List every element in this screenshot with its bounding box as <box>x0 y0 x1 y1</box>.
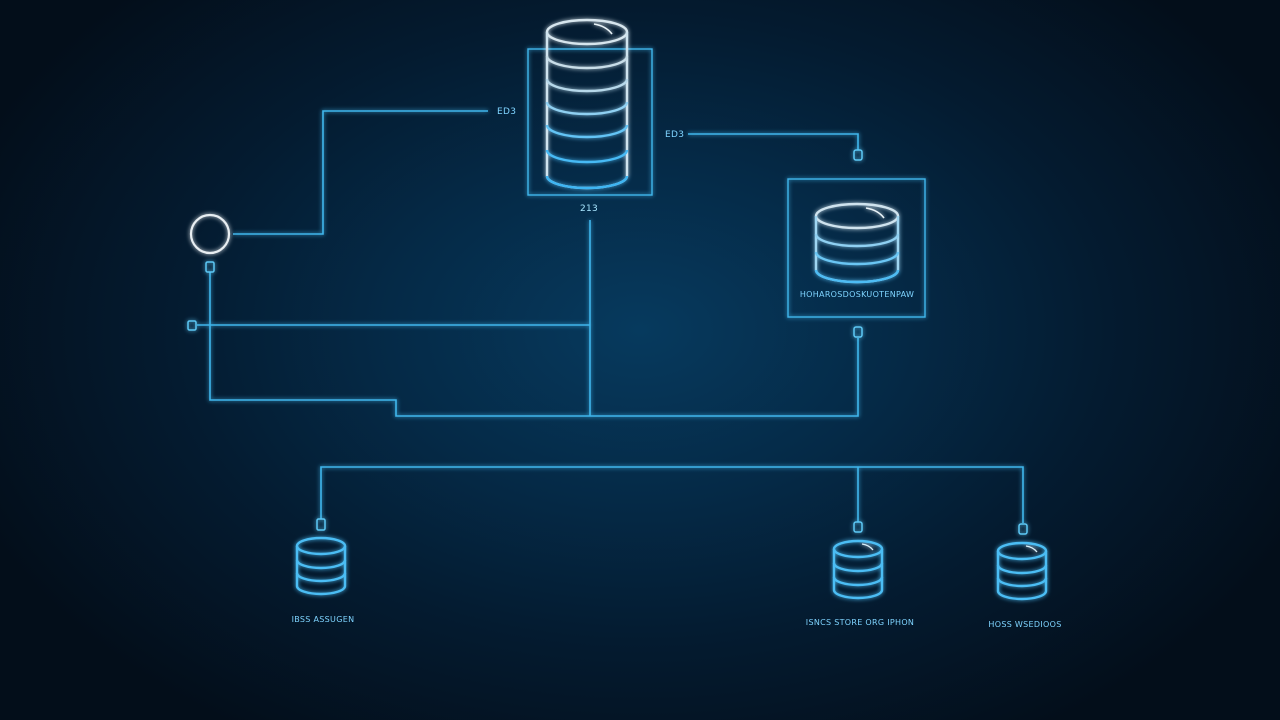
bottom-db-2-label: ISNCS STORE ORG IPHON <box>806 618 914 627</box>
connector-node <box>316 518 326 531</box>
bottom-database-2[interactable]: ISNCS STORE ORG IPHON <box>806 539 914 627</box>
connector-node <box>205 261 215 273</box>
connector-node <box>853 521 863 533</box>
main-database[interactable]: 213 <box>527 18 653 214</box>
bottom-database-3[interactable]: HOSS WSEDIOOS <box>988 541 1061 629</box>
database-icon <box>832 539 884 600</box>
top-left-label: ED3 <box>497 107 516 117</box>
connector-nodes <box>187 149 1028 535</box>
bottom-db-3-label: HOSS WSEDIOOS <box>988 620 1061 629</box>
bottom-database-1[interactable]: IBSS ASSUGEN <box>292 536 355 624</box>
bottom-db-1-label: IBSS ASSUGEN <box>292 615 355 624</box>
wire-bus <box>209 272 859 417</box>
circle-node-icon[interactable] <box>189 213 231 255</box>
database-icon <box>996 541 1048 601</box>
replica-database[interactable]: HOHAROSDOSKUOTENPAW <box>787 178 926 318</box>
database-icon <box>545 18 629 190</box>
wire-client-to-main <box>233 110 488 235</box>
connector-node <box>853 326 863 338</box>
connector-node <box>187 320 197 331</box>
database-icon <box>814 202 900 284</box>
connector-node <box>853 149 863 161</box>
main-db-frame <box>527 48 653 196</box>
connection-lines <box>197 110 1024 523</box>
main-db-label: 213 <box>580 204 598 214</box>
wire-bottom-bus <box>320 466 1024 523</box>
wire-main-to-replica <box>688 133 859 150</box>
top-right-label: ED3 <box>665 130 684 140</box>
database-icon <box>295 536 347 596</box>
connector-node <box>1018 523 1028 535</box>
replica-db-label: HOHAROSDOSKUOTENPAW <box>800 290 914 299</box>
replica-db-frame <box>787 178 926 318</box>
